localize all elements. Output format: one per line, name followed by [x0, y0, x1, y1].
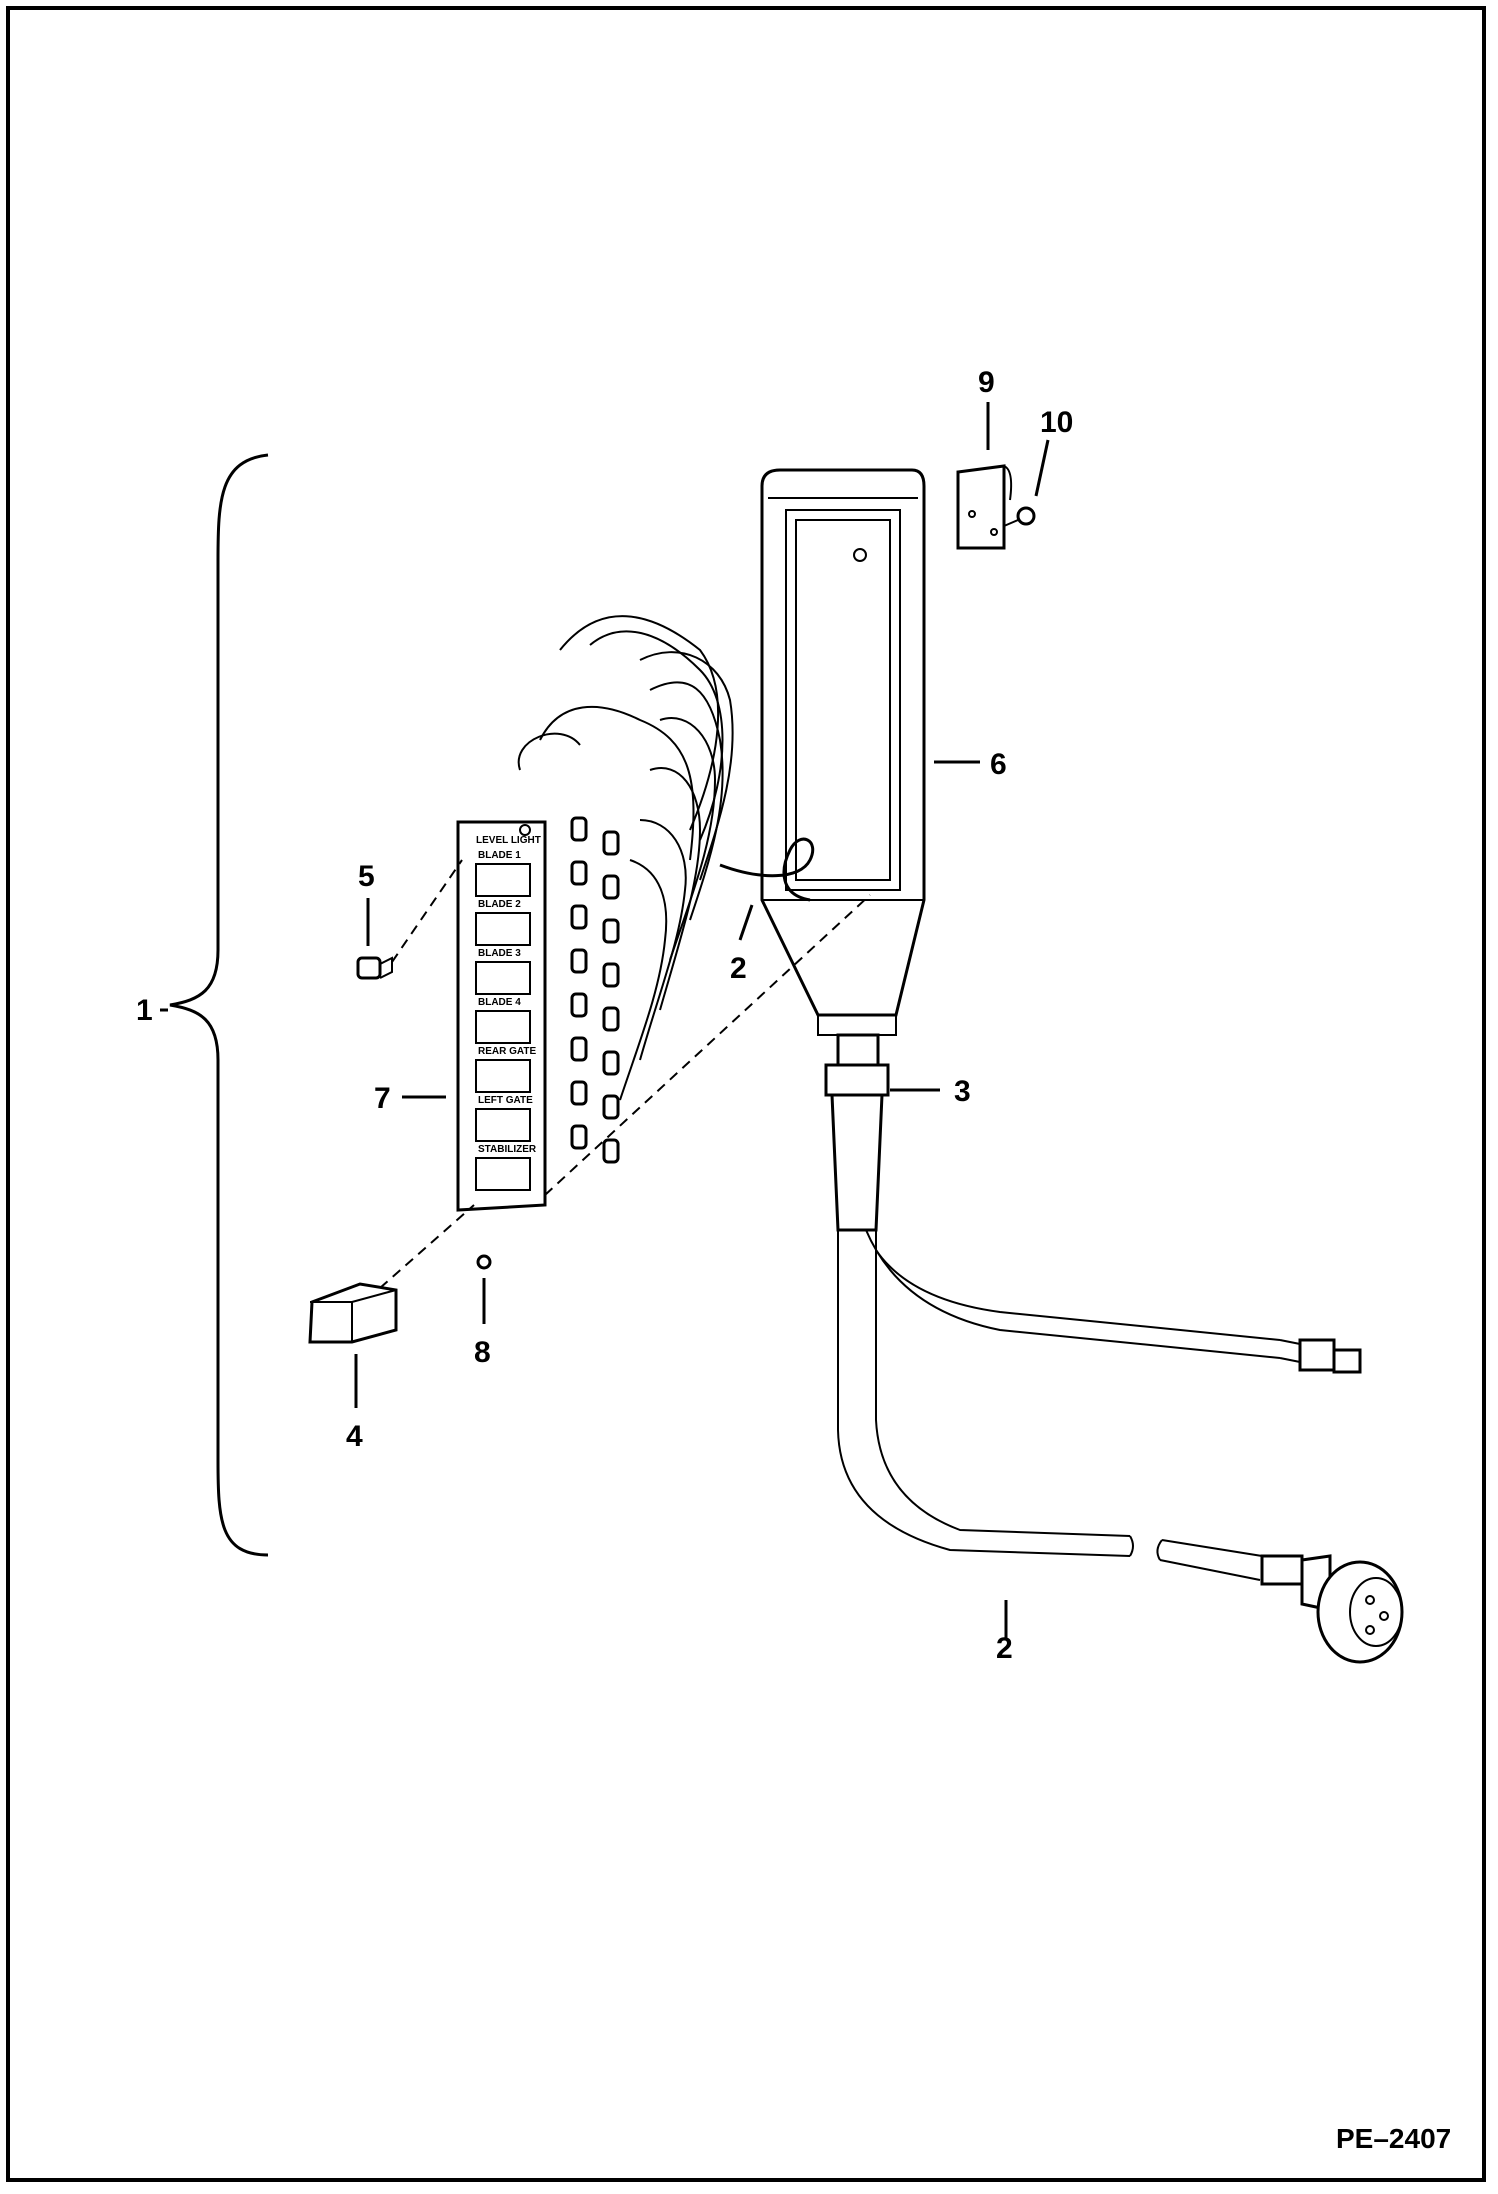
panel-label: LEFT GATE [478, 1095, 533, 1106]
panel-label: REAR GATE [478, 1046, 536, 1057]
wire-terminal [570, 1036, 588, 1062]
wire-terminal [602, 830, 620, 856]
wire-terminal [602, 1050, 620, 1076]
switch-slot [475, 863, 531, 897]
panel-label: BLADE 3 [478, 948, 521, 959]
figure-id: PE–2407 [1336, 2123, 1451, 2154]
drawing-frame [6, 6, 1486, 2182]
callout-8: 8 [474, 1336, 491, 1369]
callout-4: 4 [346, 1420, 363, 1453]
switch-housing [719, 468, 926, 1036]
wire-harness [517, 615, 734, 1164]
switch-slot [475, 912, 531, 946]
wire-terminal [570, 860, 588, 886]
screw-10 [1003, 506, 1036, 527]
panel-label: BLADE 4 [478, 997, 521, 1008]
panel-label: STABILIZER [478, 1144, 537, 1155]
switch-slot [475, 1010, 531, 1044]
screw-8 [476, 1254, 492, 1270]
callout-7: 7 [374, 1082, 391, 1115]
callout-9: 9 [978, 366, 995, 399]
callout-2b: 2 [996, 1632, 1013, 1665]
wire-terminal [602, 1006, 620, 1032]
callout-6: 6 [990, 748, 1007, 781]
callout-2a: 2 [730, 952, 747, 985]
assembly-line-screw [544, 894, 871, 1196]
wire-terminal [570, 816, 588, 842]
callout-10: 10 [1040, 406, 1073, 439]
svg-text:LEVEL LIGHT: LEVEL LIGHT [476, 835, 541, 846]
wire-terminal [602, 962, 620, 988]
switch-slot [475, 1157, 531, 1191]
callout-5: 5 [358, 860, 375, 893]
leader-2a [738, 904, 754, 941]
group-brace [169, 453, 269, 1557]
mounting-clip [956, 464, 1013, 550]
wire-terminal [602, 918, 620, 944]
assembly-line-bolt [391, 859, 463, 963]
wire-terminal [570, 1080, 588, 1106]
panel-label: BLADE 1 [478, 850, 521, 861]
assembly-line-switch [379, 1204, 475, 1289]
switch-slot [475, 1059, 531, 1093]
panel-label: BLADE 2 [478, 899, 521, 910]
bolt-5 [356, 956, 393, 980]
switch-slot [475, 1108, 531, 1142]
wire-terminal [570, 948, 588, 974]
wire-terminal [570, 904, 588, 930]
switch-slot [475, 961, 531, 995]
wire-terminal [602, 1138, 620, 1164]
wire-terminal [570, 992, 588, 1018]
cable-assembly [824, 1033, 1404, 1664]
leader-10 [1034, 439, 1050, 497]
callout-1: 1 [136, 994, 153, 1027]
wire-terminal [602, 874, 620, 900]
rocker-switch [308, 1282, 398, 1344]
switch-panel: LEVEL LIGHT BLADE 1 BLADE 2 BLADE 3 BLADE 4… [456, 820, 547, 1212]
wire-terminal [570, 1124, 588, 1150]
callout-3: 3 [954, 1075, 971, 1108]
wire-terminal [602, 1094, 620, 1120]
